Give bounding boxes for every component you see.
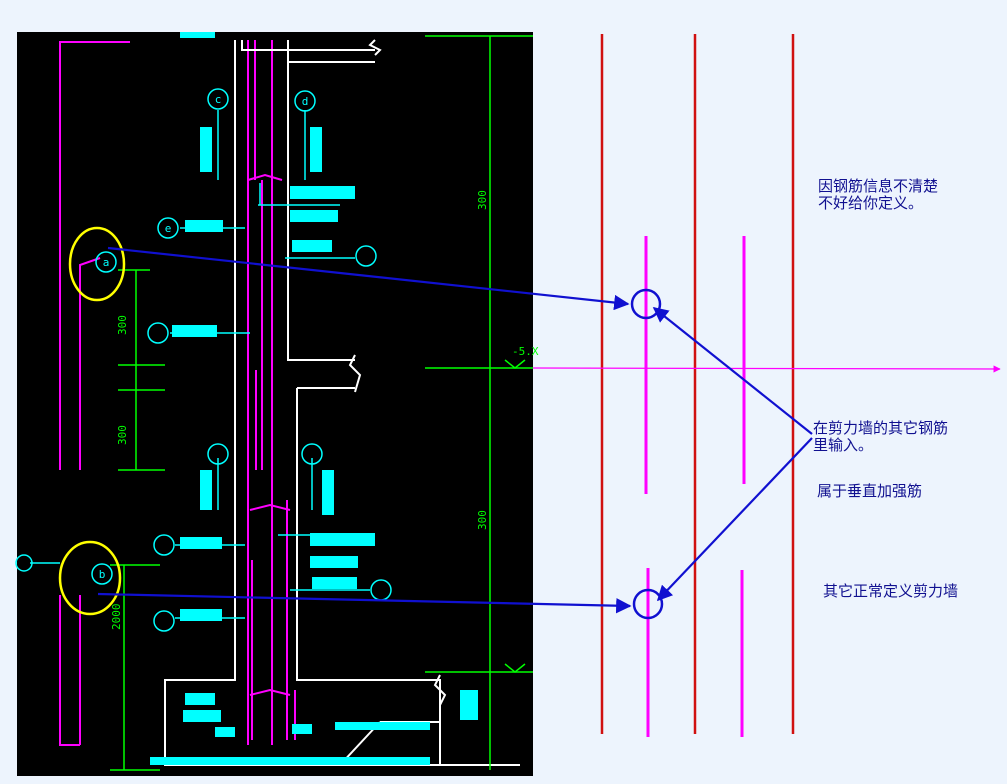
dimension-number: 300 xyxy=(476,190,489,210)
cad-background xyxy=(17,32,533,776)
rebar-annotation-mark xyxy=(180,609,222,621)
rebar-bubble xyxy=(301,443,323,465)
rebar-annotation-mark xyxy=(215,727,235,737)
highlight-ellipse-lower xyxy=(58,540,122,616)
rebar-annotation-mark xyxy=(292,240,332,252)
rebar-bubble xyxy=(153,534,175,556)
rebar-annotation-mark xyxy=(150,757,430,765)
dimension-number: 2000 xyxy=(110,604,123,631)
elevation-label: -5.X xyxy=(512,345,539,358)
bubble-letter: d xyxy=(302,95,309,108)
rebar-bubble xyxy=(153,610,175,632)
rebar-annotation-mark xyxy=(290,186,355,199)
arrow-upper-callout-to-circle xyxy=(107,246,630,311)
schematic-panel xyxy=(532,34,1001,737)
rebar-annotation-mark xyxy=(185,220,223,232)
rebar-bubble xyxy=(355,245,377,267)
rebar-annotation-mark xyxy=(310,127,322,172)
rebar-annotation-mark xyxy=(460,690,478,720)
rebar-annotation-mark xyxy=(200,470,212,510)
magenta-rebar-segments xyxy=(644,236,746,737)
green-dimension-lines xyxy=(110,35,533,771)
rebar-annotation-mark xyxy=(335,722,430,730)
bubble-letter: c xyxy=(215,93,222,106)
rebar-callout-bubbles xyxy=(15,88,392,632)
dimension-number: 300 xyxy=(116,315,129,335)
rebar-annotation-mark xyxy=(290,210,338,222)
rebar-annotation-mark xyxy=(172,325,217,337)
arrow-note-to-upper-circle xyxy=(652,307,813,435)
rebar-bubble xyxy=(15,554,33,572)
dimension-number: 300 xyxy=(476,510,489,530)
bubble-letter: e xyxy=(165,222,172,235)
dimension-number: 300 xyxy=(116,425,129,445)
bubble-letter: b xyxy=(99,568,106,581)
rebar-bubble xyxy=(294,90,316,112)
elevation-arrow-line xyxy=(532,365,1001,373)
rebar-annotation-mark xyxy=(185,693,215,705)
blue-arrows xyxy=(97,246,813,614)
rebar-bubble xyxy=(157,217,179,239)
highlight-ellipses xyxy=(58,226,126,616)
red-wall-lines xyxy=(600,34,795,734)
target-circle-upper xyxy=(630,288,662,320)
arrow-lower-callout-to-circle xyxy=(97,592,632,614)
bubble-letters: c d e a b xyxy=(99,93,309,581)
cad-drawing-panel: c d e a b xyxy=(15,32,539,776)
rebar-bubble xyxy=(207,443,229,465)
note-vertical-strengthening: 属于垂直加强筋 xyxy=(817,482,923,500)
rebar-annotation-mark xyxy=(310,533,375,546)
rebar-annotation-mark xyxy=(292,724,312,734)
rebar-annotation-mark xyxy=(200,127,212,172)
rebar-annotation-mark xyxy=(180,32,215,38)
arrow-note-to-lower-circle xyxy=(656,437,813,602)
note-unclear-rebar: 因钢筋信息不清楚 不好给你定义。 xyxy=(818,177,939,212)
rebar-annotation-mark xyxy=(310,556,358,568)
bubble-letter: a xyxy=(103,256,110,269)
highlight-ellipse-upper xyxy=(68,226,126,302)
rebar-annotation-mark xyxy=(312,577,357,589)
rebar-bubble xyxy=(207,88,229,110)
rebar-bubble xyxy=(91,563,113,585)
magenta-outline xyxy=(59,40,296,746)
rebar-bubble xyxy=(147,322,169,344)
rebar-bubble xyxy=(95,251,117,273)
rebar-annotation-marks xyxy=(150,32,478,765)
note-normal-wall: 其它正常定义剪力墙 xyxy=(823,582,959,600)
rebar-annotation-mark xyxy=(180,537,222,549)
target-circle-lower xyxy=(632,588,664,620)
dimension-numbers: 300 300 300 300 2000 -5.X xyxy=(110,190,539,630)
rebar-annotation-mark xyxy=(322,470,334,515)
rebar-annotation-mark xyxy=(183,710,221,722)
note-other-rebar-input: 在剪力墙的其它钢筋 里输入。 xyxy=(813,419,949,454)
